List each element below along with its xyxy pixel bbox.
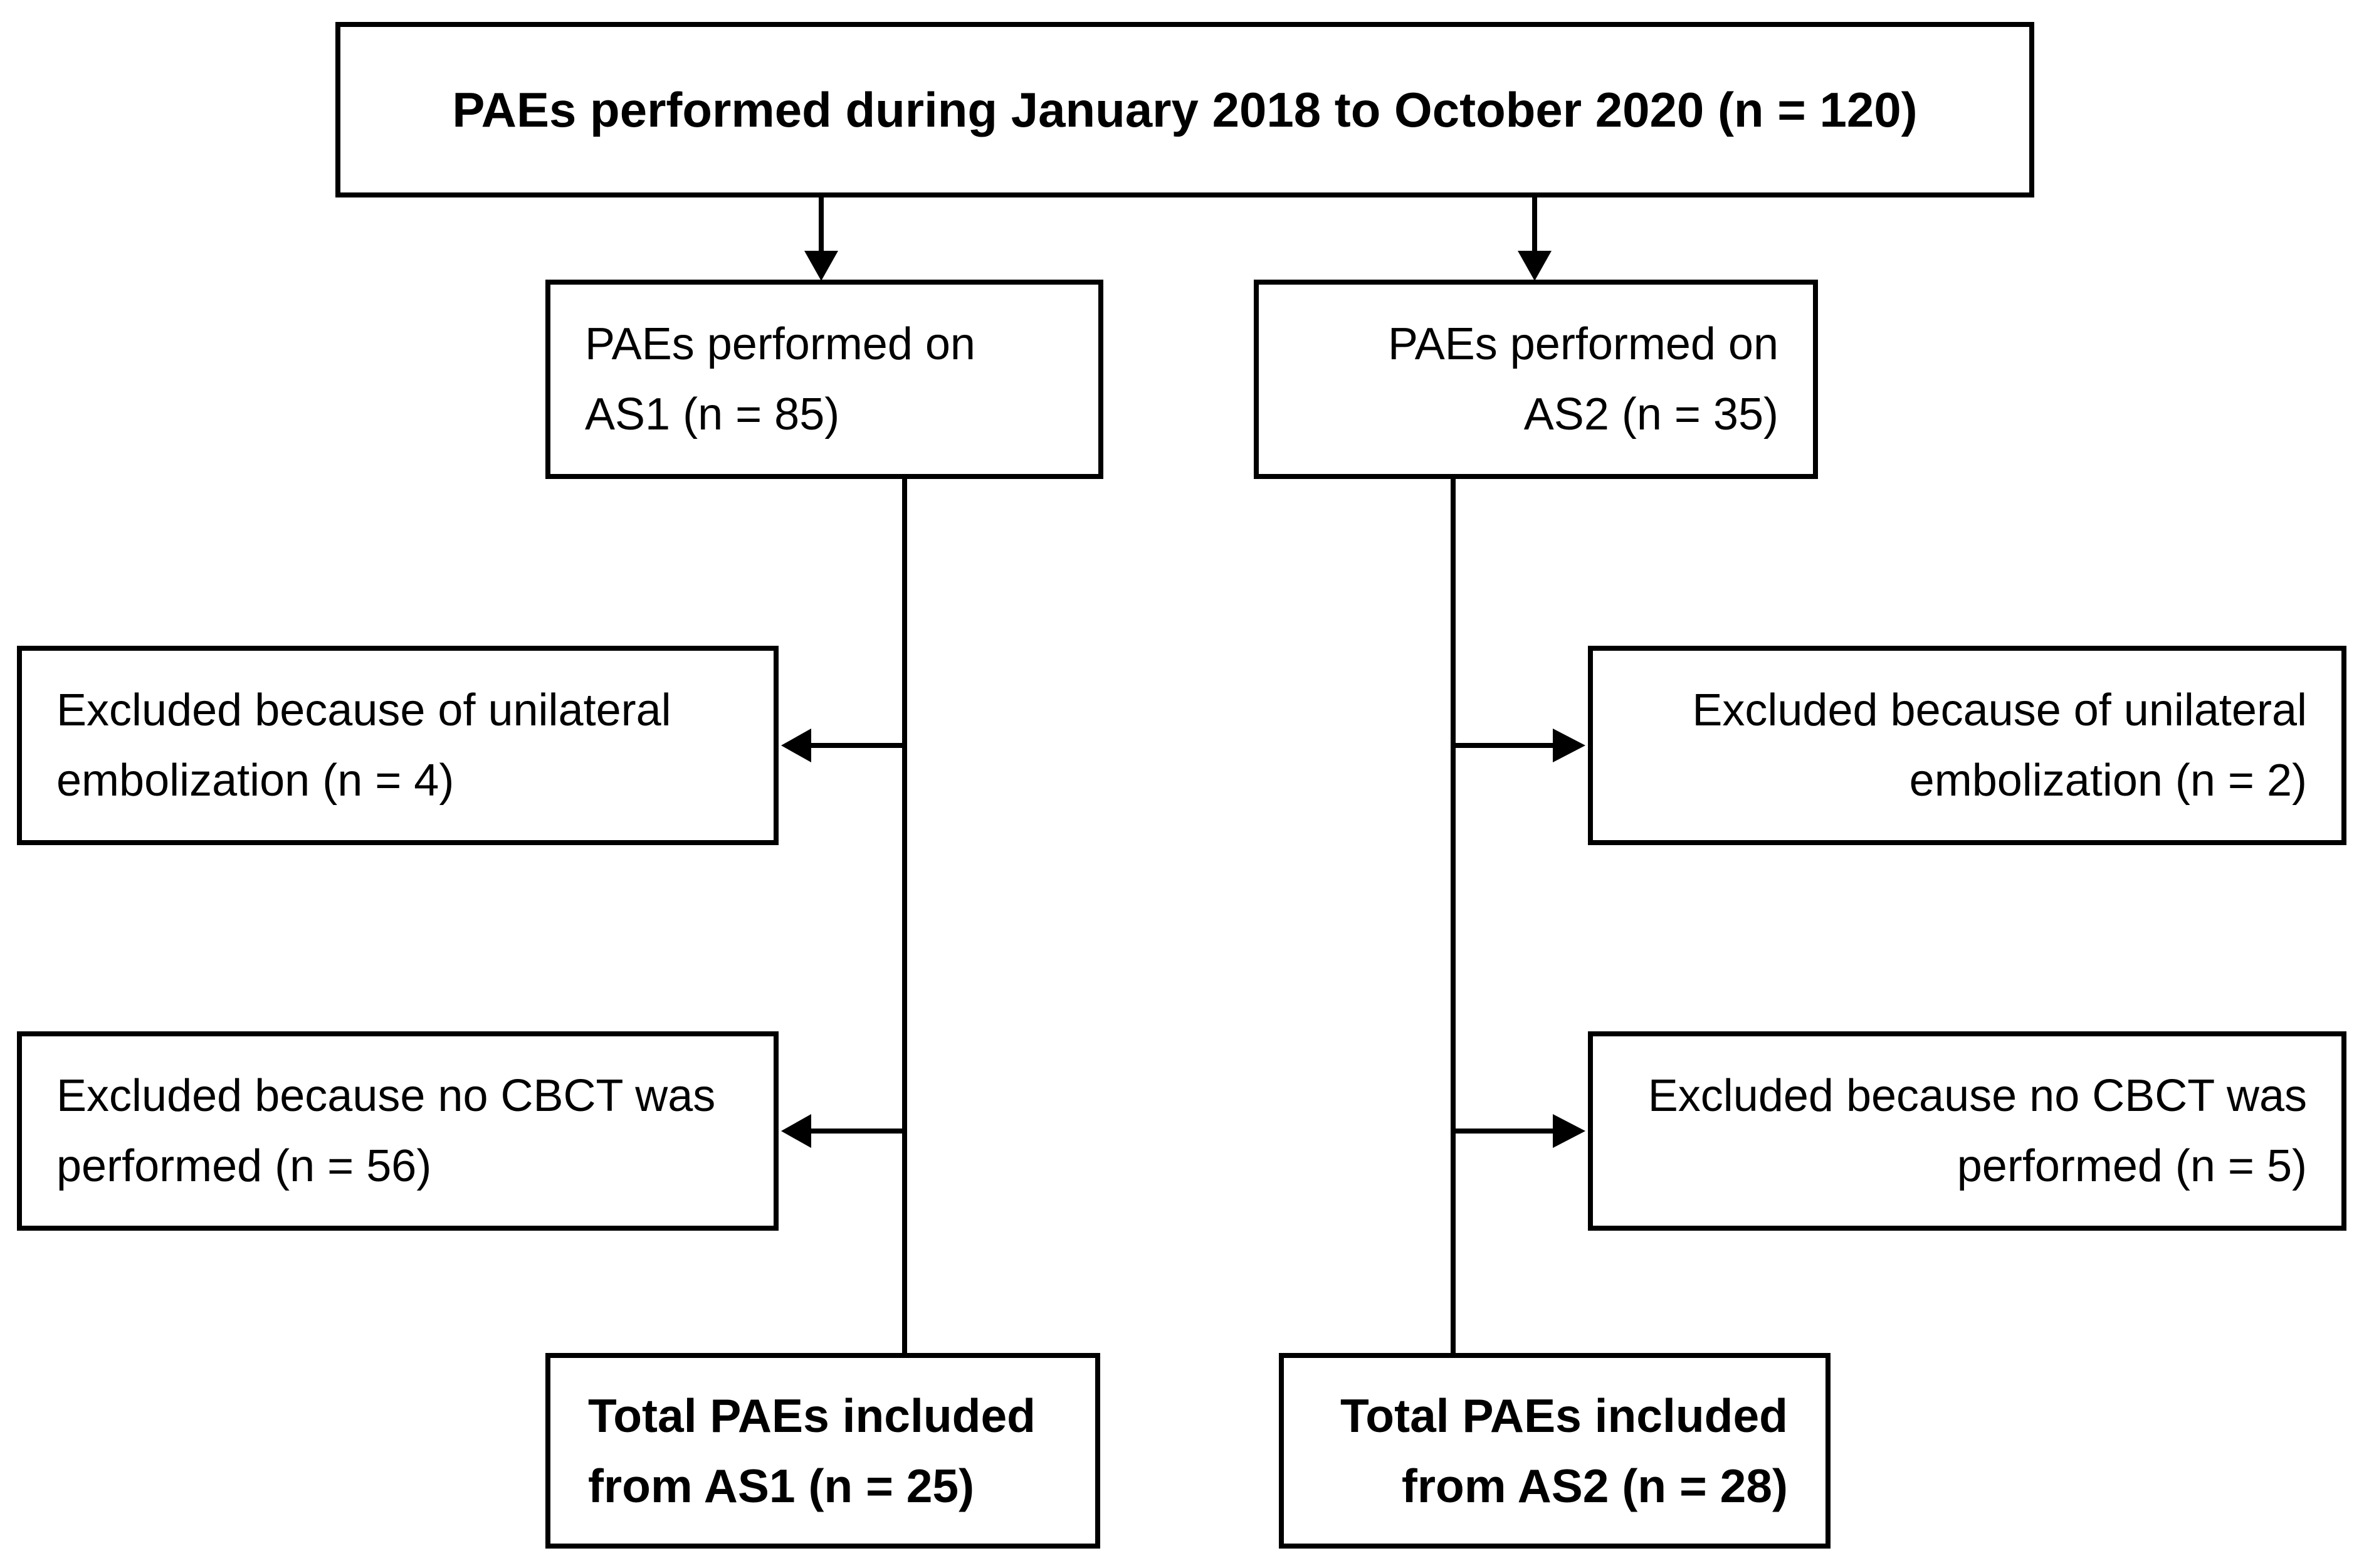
arrow-right-icon [1553, 1114, 1585, 1148]
arrow-left-icon [781, 729, 811, 762]
box-total-paes: PAEs performed during January 2018 to Oc… [335, 22, 2034, 197]
box-excluded-as1-no-cbct: Excluded because no CBCT was performed (… [17, 1031, 779, 1231]
box-excluded-as1-unilateral: Excluded because of unilateral embolizat… [17, 646, 779, 845]
box-paes-as1: PAEs performed on AS1 (n = 85) [545, 280, 1103, 479]
total-included-as1-line1: Total PAEs included [588, 1389, 1036, 1442]
excluded-as2-unilateral-line2: embolization (n = 2) [1909, 755, 2307, 806]
box-paes-as2-line2: AS2 (n = 35) [1523, 389, 1778, 439]
box-total-paes-text: PAEs performed during January 2018 to Oc… [452, 82, 1918, 137]
arrow-right-icon [1553, 729, 1585, 762]
excluded-as2-no-cbct-line1: Excluded because no CBCT was [1647, 1071, 2307, 1121]
box-paes-as1-line1: PAEs performed on [585, 319, 975, 369]
excluded-as1-unilateral-line1: Excluded because of unilateral [56, 685, 671, 735]
box-total-included-as2: Total PAEs included from AS2 (n = 28) [1279, 1353, 1831, 1549]
total-included-as2-line2: from AS2 (n = 28) [1401, 1460, 1788, 1512]
excluded-as1-no-cbct-line2: performed (n = 56) [56, 1141, 432, 1191]
box-paes-as2-line1: PAEs performed on [1388, 319, 1778, 369]
excluded-as2-unilateral-line1: Excluded because of unilateral [1692, 685, 2307, 735]
arrow-down-icon [1518, 251, 1552, 281]
excluded-as1-unilateral-line2: embolization (n = 4) [56, 755, 454, 806]
total-included-as2-line1: Total PAEs included [1340, 1389, 1788, 1442]
box-paes-as1-line2: AS1 (n = 85) [585, 389, 840, 439]
box-paes-as2: PAEs performed on AS2 (n = 35) [1254, 280, 1818, 479]
total-included-as1-line2: from AS1 (n = 25) [588, 1460, 975, 1512]
arrow-down-icon [804, 251, 838, 281]
box-excluded-as2-unilateral: Excluded because of unilateral embolizat… [1588, 646, 2346, 845]
box-excluded-as2-no-cbct: Excluded because no CBCT was performed (… [1588, 1031, 2346, 1231]
excluded-as1-no-cbct-line1: Excluded because no CBCT was [56, 1071, 716, 1121]
excluded-as2-no-cbct-line2: performed (n = 5) [1957, 1141, 2307, 1191]
arrow-left-icon [781, 1114, 811, 1148]
box-total-included-as1: Total PAEs included from AS1 (n = 25) [545, 1353, 1100, 1549]
